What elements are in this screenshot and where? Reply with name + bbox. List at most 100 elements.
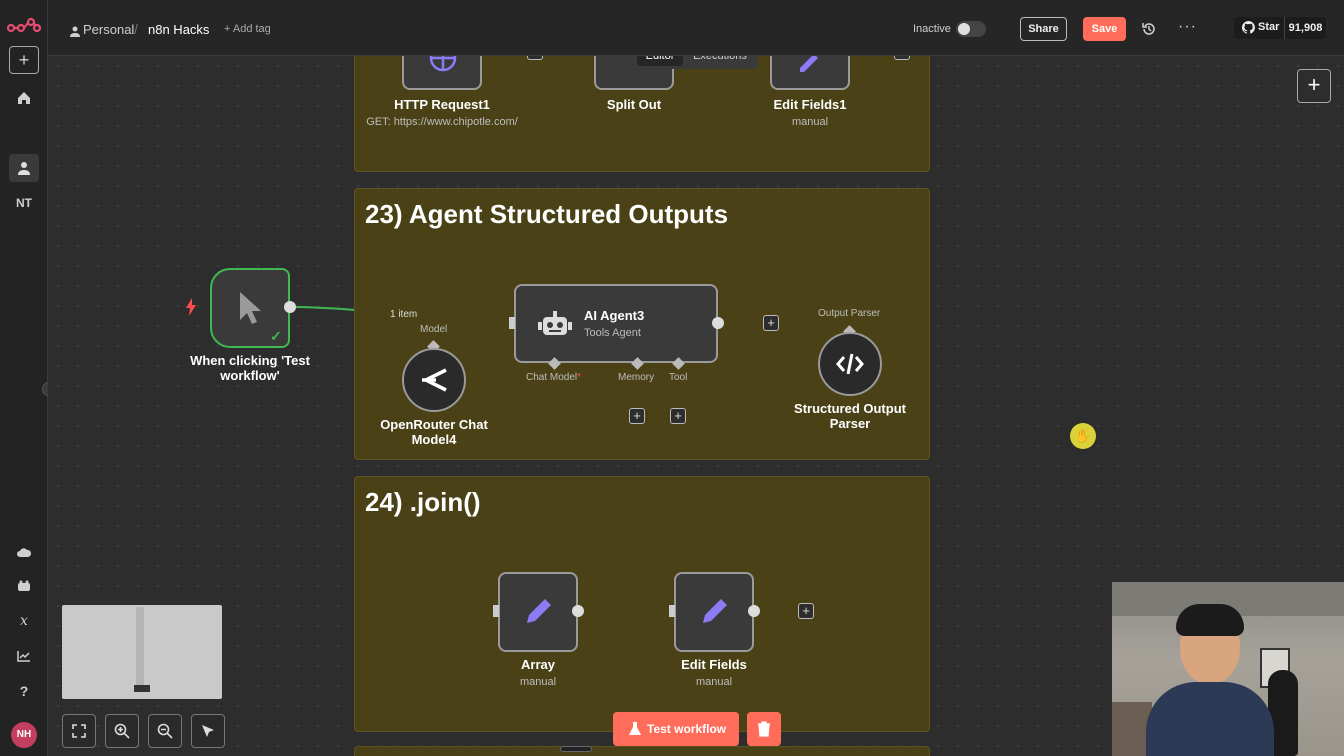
edit-fields1-subtitle: manual	[791, 116, 829, 128]
cloud-icon[interactable]	[9, 538, 39, 566]
save-button[interactable]: Save	[1083, 17, 1126, 41]
ai-agent-node[interactable]: AI Agent3 Tools Agent	[514, 284, 718, 363]
http-request-node[interactable]	[402, 56, 482, 90]
agent-add-next-node[interactable]: +	[763, 315, 779, 331]
tool-port-label: Tool	[669, 372, 688, 383]
output-parser-port-label: Output Parser	[818, 308, 881, 319]
breadcrumb-project[interactable]: Personal	[83, 22, 135, 37]
trash-icon	[757, 721, 771, 742]
openrouter-icon	[420, 367, 448, 398]
workflow-name[interactable]: n8n Hacks	[148, 22, 210, 37]
active-status-label: Inactive	[913, 23, 951, 35]
edit-fields-input-handle[interactable]	[669, 605, 675, 617]
project-user-icon	[70, 24, 80, 42]
add-memory-button[interactable]: +	[629, 408, 645, 424]
array-subtitle: manual	[519, 676, 557, 688]
sticky-23-title: 23) Agent Structured Outputs	[365, 199, 729, 229]
templates-icon[interactable]	[9, 572, 39, 600]
success-check-icon: ✓	[270, 328, 282, 344]
array-label: Array	[521, 657, 555, 672]
array-node[interactable]	[498, 572, 578, 652]
tidy-up-button[interactable]	[191, 714, 225, 748]
n8n-logo-icon[interactable]	[6, 14, 42, 36]
panel-resize-handle[interactable]	[560, 746, 592, 752]
clear-execution-button[interactable]	[747, 712, 781, 746]
github-star-label: Star	[1258, 21, 1280, 33]
top-bar: Personal / n8n Hacks + Add tag Inactive …	[48, 0, 1344, 56]
more-options-icon[interactable]: ···	[1178, 18, 1197, 35]
personal-icon[interactable]	[9, 154, 39, 182]
pencil-icon	[522, 594, 556, 633]
cursor-icon	[238, 290, 264, 331]
chat-model-port-label: Chat Model*	[526, 372, 581, 383]
tab-executions[interactable]: Executions	[693, 56, 747, 62]
trigger-bolt-icon	[185, 298, 197, 321]
edit-fields1-node[interactable]	[770, 56, 850, 90]
add-tool-button[interactable]: +	[670, 408, 686, 424]
edit-fields-output-handle[interactable]	[748, 605, 760, 617]
array-input-handle[interactable]	[493, 605, 499, 617]
webcam-overlay	[1112, 582, 1344, 756]
variables-icon[interactable]: x	[20, 613, 28, 629]
add-workflow-button[interactable]: +	[9, 46, 39, 74]
test-workflow-label: Test workflow	[647, 722, 727, 736]
trigger-label: When clicking 'Test workflow'	[190, 353, 310, 383]
zoom-out-button[interactable]	[148, 714, 182, 748]
parser-label: Structured Output Parser	[794, 401, 906, 431]
add-node-plus[interactable]: +	[894, 56, 910, 60]
pencil-icon	[794, 56, 824, 79]
active-toggle[interactable]	[956, 21, 986, 37]
github-star-button[interactable]: Star 91,908	[1234, 17, 1326, 39]
test-workflow-button[interactable]: Test workflow	[613, 712, 739, 746]
webcam-person-body	[1146, 682, 1274, 756]
http-request-label: HTTP Request1	[394, 97, 490, 112]
zoom-to-fit-button[interactable]	[62, 714, 96, 748]
add-tag-button[interactable]: + Add tag	[224, 23, 271, 35]
tab-editor[interactable]: Editor	[637, 56, 683, 66]
pencil-icon	[698, 594, 732, 633]
trigger-output-handle[interactable]	[284, 301, 296, 313]
share-button[interactable]: Share	[1020, 17, 1067, 41]
array-output-handle[interactable]	[572, 605, 584, 617]
view-tabs: Editor Executions	[634, 56, 758, 69]
agent-input-handle[interactable]	[509, 317, 515, 329]
sticky-24-title: 24) .join()	[365, 487, 481, 517]
breadcrumb-separator: /	[134, 21, 138, 37]
split-out-label: Split Out	[606, 97, 662, 112]
help-icon[interactable]: ?	[19, 683, 29, 699]
sticky-note-24[interactable]: 24) .join()	[354, 476, 930, 732]
user-avatar[interactable]: NH	[11, 722, 37, 748]
add-node-plus[interactable]: +	[527, 56, 543, 60]
flask-icon	[629, 722, 641, 739]
http-request-subtitle: GET: https://www.chipotle.com/	[366, 116, 518, 128]
minimap-viewport	[136, 607, 144, 689]
open-nodes-panel-button[interactable]: +	[1297, 69, 1331, 103]
agent-subtitle: Tools Agent	[584, 327, 641, 339]
code-icon	[836, 352, 864, 381]
minimap[interactable]	[62, 605, 222, 699]
manual-trigger-node[interactable]: ✓	[210, 268, 290, 348]
edit-fields-subtitle: manual	[695, 676, 733, 688]
workflow-canvas[interactable]: + + HTTP Request1 GET: https://www.chipo…	[48, 56, 1344, 756]
agent-output-handle[interactable]	[712, 317, 724, 329]
history-icon[interactable]	[1141, 21, 1157, 42]
left-sidebar: + NT › x ? NH	[0, 0, 56, 756]
edge-item-count: 1 item	[390, 309, 418, 320]
structured-output-parser-node[interactable]	[818, 332, 882, 396]
sticky-note-bottom[interactable]	[354, 746, 930, 756]
robot-icon	[538, 310, 572, 343]
insights-icon[interactable]	[9, 642, 39, 670]
cursor-highlight: ✋	[1070, 423, 1096, 449]
home-icon[interactable]	[9, 84, 39, 112]
minimap-node	[134, 685, 150, 692]
project-initials[interactable]: NT	[16, 196, 32, 210]
zoom-in-button[interactable]	[105, 714, 139, 748]
openrouter-label: OpenRouter Chat Model4	[380, 417, 488, 447]
chat-model-label-text: Chat Model	[526, 372, 578, 383]
toggle-knob	[958, 23, 970, 35]
edit-fields-node[interactable]	[674, 572, 754, 652]
edit-fields-add-next-node[interactable]: +	[798, 603, 814, 619]
github-star-count: 91,908	[1284, 17, 1326, 39]
openrouter-node[interactable]	[402, 348, 466, 412]
agent-title: AI Agent3	[584, 308, 645, 323]
